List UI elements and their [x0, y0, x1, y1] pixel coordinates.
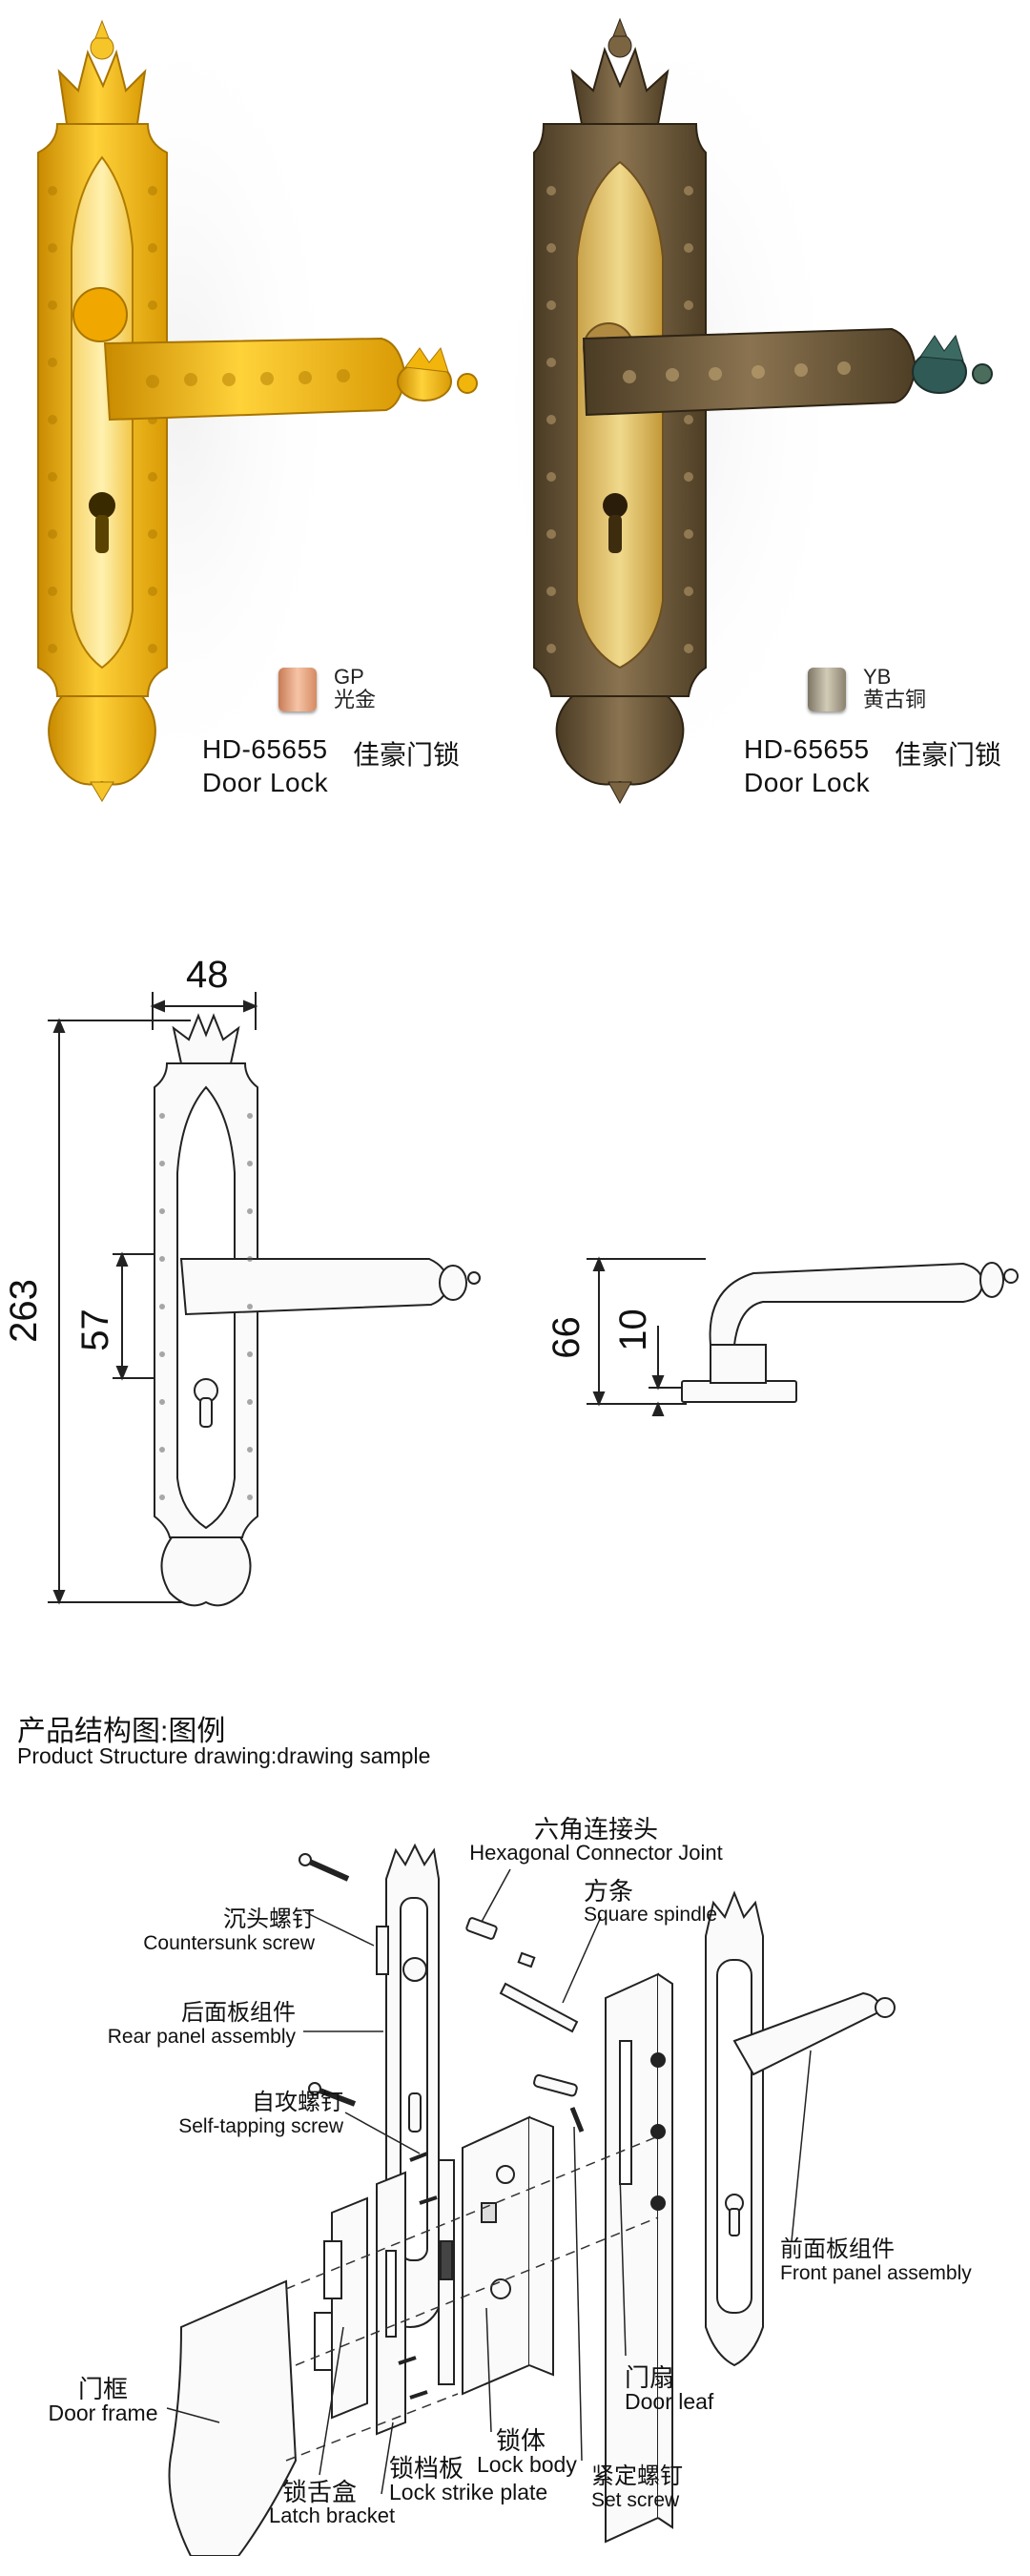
model-name-yb: 佳豪门锁 [895, 740, 1002, 770]
label-spindle: 方条 Square spindle [584, 1879, 774, 1927]
dim-handle-offset-label: 57 [73, 1309, 116, 1351]
product-photos [19, 0, 993, 805]
label-rear-panel-en: Rear panel assembly [107, 2026, 296, 2048]
finish-code-yb: YB [863, 665, 892, 689]
label-spindle-cn: 方条 [584, 1877, 634, 1906]
finish-swatch-gp [277, 663, 319, 715]
lock-outline-side [681, 1262, 1019, 1403]
label-rear-panel-cn: 后面板组件 [181, 2000, 296, 2026]
dim-height-label: 263 [2, 1279, 45, 1343]
label-set-screw: 紧定螺钉 Set screw [591, 2464, 734, 2512]
label-strike-plate-en: Lock strike plate [389, 2480, 548, 2504]
label-strike-plate-cn: 锁档板 [389, 2454, 464, 2483]
label-countersunk-cn: 沉头螺钉 [223, 1906, 315, 1932]
label-door-frame: 门框 Door frame [17, 2377, 189, 2424]
gold-door-lock-photo [37, 19, 478, 802]
label-hex-joint-cn: 六角连接头 [533, 1815, 658, 1844]
structure-title-en: Product Structure drawing:drawing sample [17, 1743, 431, 1768]
label-front-panel-en: Front panel assembly [780, 2262, 972, 2284]
label-set-screw-en: Set screw [591, 2489, 680, 2511]
label-self-tapping-en: Self-tapping screw [178, 2115, 343, 2137]
finish-name-gp: 光金 [334, 688, 377, 711]
label-latch-bracket-cn: 锁舌盒 [282, 2478, 358, 2506]
label-door-leaf-en: Door leaf [625, 2389, 714, 2414]
label-door-leaf: 门扇 Door leaf [625, 2365, 758, 2413]
model-name-gp: 佳豪门锁 [353, 740, 461, 770]
label-strike-plate: 锁档板 Lock strike plate [389, 2456, 589, 2504]
structure-title-cn: 产品结构图:图例 [17, 1716, 226, 1747]
label-latch-bracket-en: Latch bracket [269, 2504, 396, 2527]
label-lock-body-cn: 锁体 [496, 2426, 546, 2455]
label-rear-panel: 后面板组件 Rear panel assembly [29, 2001, 296, 2049]
label-front-panel: 前面板组件 Front panel assembly [780, 2237, 1019, 2285]
dimension-drawing [48, 992, 1019, 1607]
lock-outline-front [154, 1013, 481, 1607]
label-countersunk: 沉头螺钉 Countersunk screw [124, 1907, 315, 1955]
exploded-structure-drawing [166, 1843, 896, 2556]
model-number-yb: HD-65655 [744, 734, 870, 764]
product-type-gp: Door Lock [202, 768, 329, 797]
label-door-leaf-cn: 门扇 [625, 2363, 675, 2392]
label-countersunk-en: Countersunk screw [143, 1932, 315, 1954]
finish-name-yb: 黄古铜 [863, 688, 927, 711]
label-hex-joint-en: Hexagonal Connector Joint [469, 1841, 723, 1865]
dim-projection-label: 66 [545, 1316, 587, 1359]
label-spindle-en: Square spindle [584, 1904, 718, 1926]
finish-swatch-yb [806, 663, 848, 715]
dim-width-label: 48 [186, 954, 229, 996]
label-door-frame-cn: 门框 [77, 2375, 128, 2403]
dim-base-label: 10 [611, 1309, 654, 1351]
label-hex-joint: 六角连接头 Hexagonal Connector Joint [448, 1817, 744, 1865]
model-number-gp: HD-65655 [202, 734, 328, 764]
bronze-door-lock-photo [533, 17, 993, 805]
finish-code-gp: GP [334, 665, 364, 689]
label-self-tapping: 自攻螺钉 Self-tapping screw [124, 2091, 343, 2138]
label-lock-body: 锁体 Lock body [477, 2428, 629, 2476]
label-latch-bracket: 锁舌盒 Latch bracket [269, 2480, 422, 2527]
product-type-yb: Door Lock [744, 768, 871, 797]
label-door-frame-en: Door frame [48, 2401, 158, 2425]
label-lock-body-en: Lock body [477, 2452, 577, 2477]
label-front-panel-cn: 前面板组件 [780, 2236, 895, 2262]
label-self-tapping-cn: 自攻螺钉 [252, 2090, 343, 2115]
label-set-screw-cn: 紧定螺钉 [591, 2463, 683, 2489]
